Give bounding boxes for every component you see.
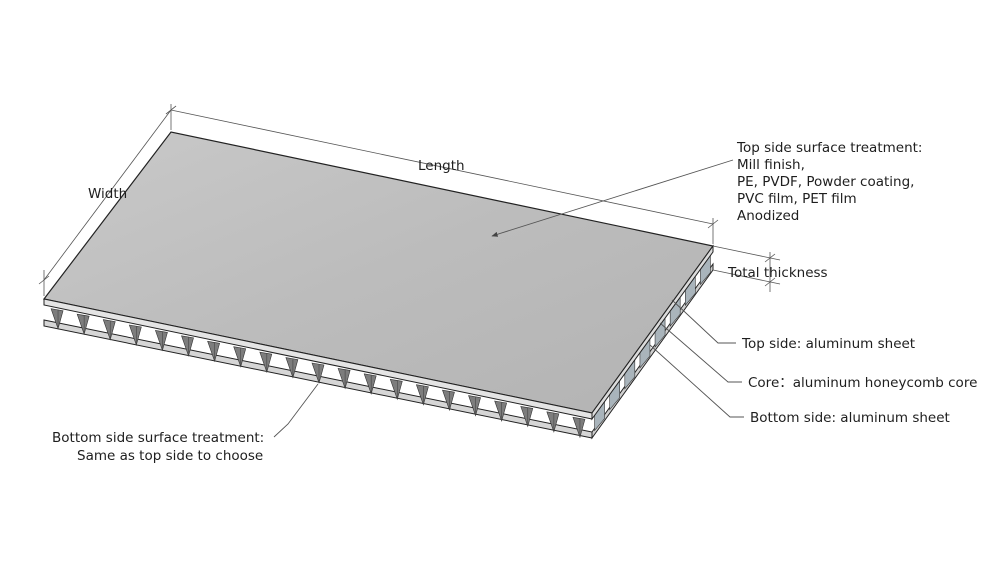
bottom-surface-leader xyxy=(273,383,319,438)
core-cell xyxy=(337,368,351,390)
bottom-sheet-leader xyxy=(649,344,744,418)
core-cell xyxy=(363,373,377,395)
core-cell xyxy=(572,416,586,439)
top-sheet-label: Top side: aluminum sheet xyxy=(741,336,915,352)
core-cell xyxy=(389,378,403,401)
core-cell xyxy=(415,384,429,406)
core-cell xyxy=(154,330,168,352)
core-cell xyxy=(468,395,481,417)
top-surface-treatment-text: Top side surface treatment: Mill finish,… xyxy=(736,140,922,224)
top-sheet-right-edge xyxy=(591,244,714,421)
svg-text:Mill finish,: Mill finish, xyxy=(737,157,805,173)
core-leader xyxy=(659,322,742,383)
svg-text:Bottom side surface treatment:: Bottom side surface treatment: xyxy=(52,430,264,446)
total-thickness-label: Total thickness xyxy=(727,265,828,281)
width-dimension xyxy=(38,105,177,296)
bottom-surface-treatment-text: Bottom side surface treatment: Same as t… xyxy=(52,430,264,464)
core-cell xyxy=(233,346,247,368)
core-cell xyxy=(442,389,455,412)
top-sheet-leader xyxy=(671,299,736,344)
svg-text:Anodized: Anodized xyxy=(737,208,799,224)
core-label: Core：aluminum honeycomb core xyxy=(748,375,977,391)
core-cell xyxy=(102,319,116,341)
top-surface-leader xyxy=(491,159,734,237)
svg-text:Top side surface treatment:: Top side surface treatment: xyxy=(736,140,922,156)
core-cell xyxy=(76,313,90,336)
bottom-sheet-label: Bottom side: aluminum sheet xyxy=(750,410,950,426)
honeycomb-core xyxy=(50,253,711,439)
core-cell xyxy=(546,411,560,433)
core-cell xyxy=(50,308,64,330)
core-cell xyxy=(181,335,194,357)
core-cell xyxy=(128,324,142,347)
svg-text:PVC film, PET film: PVC film, PET film xyxy=(737,191,857,207)
core-cell xyxy=(311,362,325,385)
core-cell xyxy=(259,351,273,374)
core-cell xyxy=(494,400,508,423)
svg-text:Same as top side to choose: Same as top side to choose xyxy=(77,448,263,464)
thickness-dimension xyxy=(712,245,781,292)
width-label: Width xyxy=(88,186,127,202)
svg-text:PE, PVDF, Powder coating,: PE, PVDF, Powder coating, xyxy=(737,174,914,190)
core-cell xyxy=(207,340,220,363)
core-cell xyxy=(520,406,534,428)
length-label: Length xyxy=(418,158,465,174)
core-cell xyxy=(285,357,299,379)
